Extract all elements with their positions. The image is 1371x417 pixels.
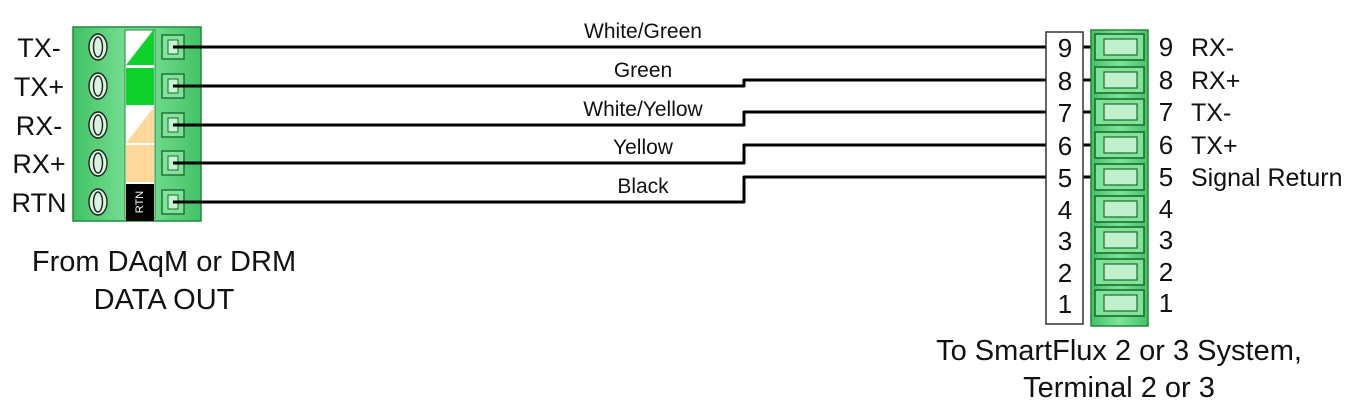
screw-slot	[92, 152, 104, 174]
screw-icon	[88, 111, 108, 139]
terminal-slot-hole	[1103, 263, 1138, 281]
wire-color-label: White/Yellow	[583, 98, 703, 121]
wire-color-stripe	[126, 184, 154, 221]
wire-color-label: White/Green	[584, 20, 702, 43]
terminal-number: 5	[1159, 162, 1173, 192]
screw-slot	[92, 191, 104, 213]
source-caption-line1: From DAqM or DRM	[32, 246, 296, 278]
terminal-slot-hole	[1103, 38, 1138, 56]
wire-color-label: Yellow	[613, 136, 674, 159]
wire-color-stripe	[126, 145, 154, 182]
terminal-number: 3	[1159, 225, 1173, 255]
destination-caption-line2: Terminal 2 or 3	[1023, 372, 1215, 404]
terminal-label: TX-	[1191, 99, 1231, 127]
terminal-number: 8	[1159, 65, 1173, 95]
source-pin-label: RTN	[11, 188, 66, 218]
wire	[173, 78, 1135, 88]
terminal-number-strip: 7	[1058, 98, 1072, 128]
source-pin-label: TX+	[14, 72, 64, 102]
source-caption-line2: DATA OUT	[94, 284, 235, 316]
terminal-label: Signal Return	[1191, 164, 1342, 192]
wire-color-label: Green	[614, 59, 672, 82]
terminal-number-strip: 6	[1058, 131, 1072, 161]
terminal-number: 1	[1159, 288, 1173, 318]
terminal-number-strip: 9	[1058, 33, 1072, 63]
wire	[173, 175, 1135, 204]
terminal-number-strip: 3	[1058, 226, 1072, 256]
terminal-slot-hole	[1103, 231, 1138, 249]
screw-icon	[88, 149, 108, 177]
terminal-number: 9	[1159, 32, 1173, 62]
source-pin-label: TX-	[17, 33, 61, 63]
destination-caption-line1: To SmartFlux 2 or 3 System,	[936, 335, 1302, 367]
wire-color-stripe	[126, 68, 154, 105]
terminal-label: RX+	[1191, 67, 1240, 95]
terminal-number-strip: 2	[1058, 258, 1072, 288]
destination-number-strip	[1045, 31, 1084, 325]
wire-color-stripe	[126, 107, 154, 143]
terminal-number-strip: 4	[1058, 195, 1072, 225]
terminal-slot-hole	[1103, 136, 1138, 154]
screw-slot	[92, 114, 104, 136]
terminal-label: TX+	[1191, 132, 1238, 160]
screw-icon	[88, 33, 108, 61]
screw-slot	[92, 36, 104, 58]
terminal-slot-hole	[1103, 168, 1138, 186]
terminal-number: 6	[1159, 130, 1173, 160]
wire-color-label: Black	[617, 175, 669, 198]
terminal-slot-hole	[1103, 103, 1138, 121]
screw-icon	[88, 72, 108, 100]
terminal-number: 7	[1159, 97, 1173, 127]
terminal-number-strip: 5	[1058, 163, 1072, 193]
screw-icon	[88, 188, 108, 216]
terminal-label: RX-	[1191, 34, 1234, 62]
wire-color-stripe	[126, 29, 154, 65]
terminal-slot-hole	[1103, 294, 1138, 312]
terminal-number-strip: 1	[1058, 289, 1072, 319]
rtn-stripe-text: RTN	[134, 191, 146, 213]
terminal-number: 2	[1159, 257, 1173, 287]
wire	[173, 110, 1135, 127]
source-pin-label: RX+	[12, 149, 65, 179]
terminal-slot-hole	[1103, 200, 1138, 218]
screw-slot	[92, 75, 104, 97]
source-pin-label: RX-	[16, 111, 63, 141]
wire	[173, 143, 1135, 165]
terminal-slot-hole	[1103, 71, 1138, 89]
terminal-number-strip: 8	[1058, 66, 1072, 96]
terminal-number: 4	[1159, 194, 1173, 224]
